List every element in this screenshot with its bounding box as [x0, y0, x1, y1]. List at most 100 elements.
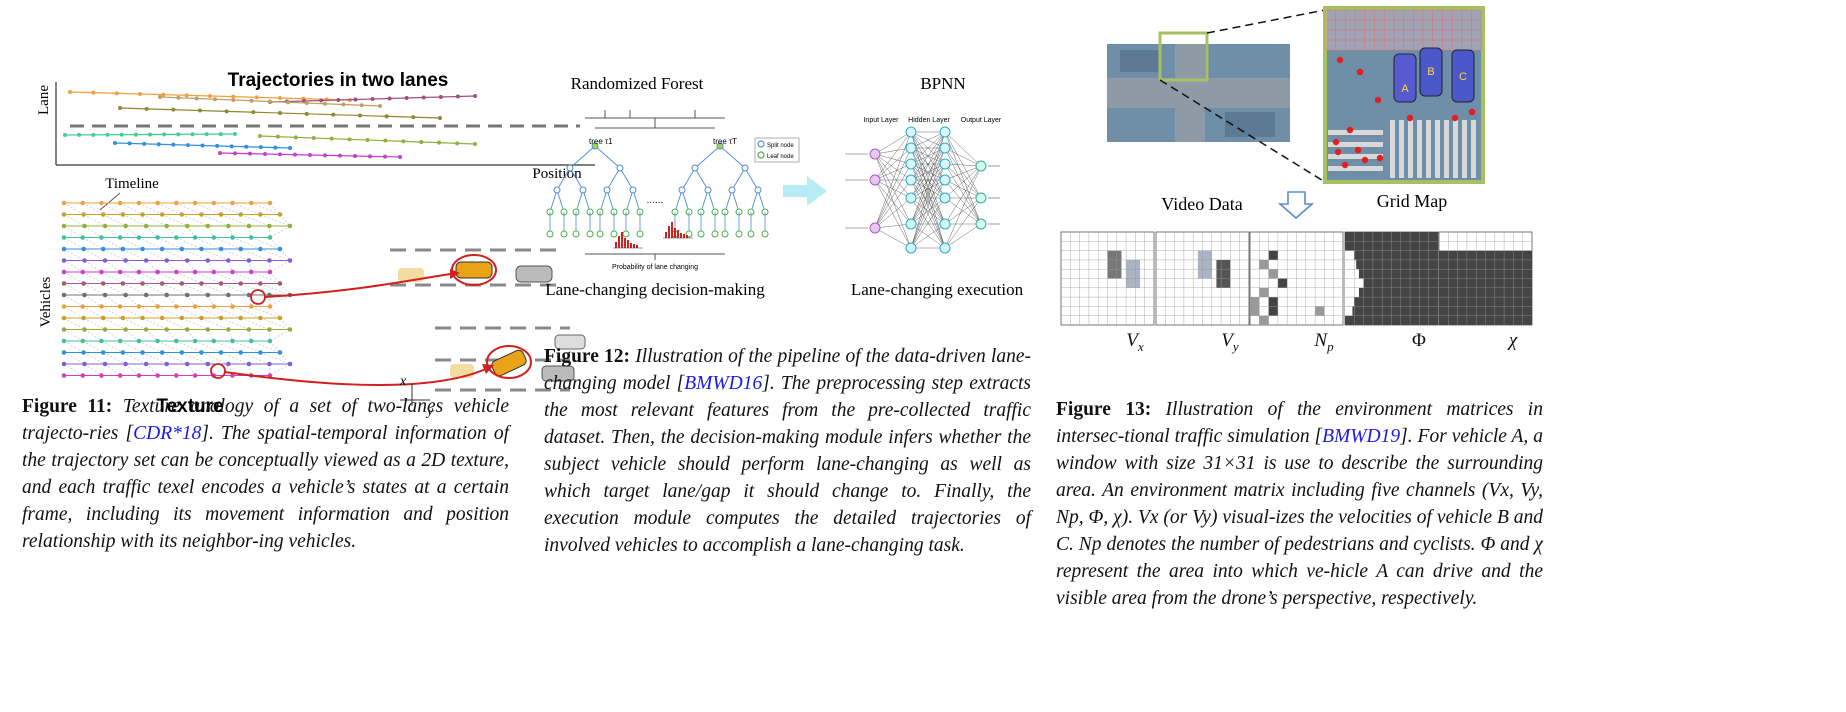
channel-label-np: Np	[1314, 330, 1334, 354]
texel-link	[84, 260, 102, 273]
nn-edge	[944, 163, 982, 167]
legend-leaf-label: Leaf node	[767, 154, 794, 160]
figure-11-caption: Figure 11: Texture analogy of a set of t…	[22, 393, 509, 555]
texel-link	[251, 306, 281, 319]
pedestrians	[1332, 56, 1476, 169]
trajectory-point	[200, 143, 205, 148]
texel-link	[220, 248, 250, 261]
texel-link	[120, 340, 143, 353]
trajectory-point	[249, 98, 254, 103]
nn-edge	[874, 179, 912, 225]
figure-13-citation-link[interactable]: BMWD19	[1322, 426, 1401, 447]
texel-link	[269, 340, 281, 353]
texel-link	[63, 237, 84, 250]
texel-link	[63, 294, 83, 307]
texel-link	[220, 317, 250, 330]
pedestrian-dot	[1356, 68, 1364, 76]
velocity-cell	[1216, 259, 1231, 288]
crosswalk-stripe	[1417, 120, 1422, 178]
link-arrow	[224, 367, 489, 387]
trajectory-point	[244, 144, 249, 149]
figure-11-caption-text-2: ]. The spatial-temporal information of t…	[22, 423, 509, 552]
texel-link	[83, 214, 106, 227]
tree-label-1: tree τ1	[589, 137, 613, 146]
output-layer-label: Output Layer	[961, 117, 1002, 124]
texel-link	[122, 248, 147, 261]
figure-12-citation-link[interactable]: BMWD16	[684, 373, 763, 394]
non-drivable-cell	[1345, 250, 1355, 260]
trajectory-point	[142, 141, 147, 146]
histogram-bar	[683, 234, 685, 238]
hidden-neuron	[939, 158, 951, 170]
trajectory-point	[133, 132, 138, 137]
nn-edge	[944, 163, 982, 225]
texel-link	[157, 271, 182, 284]
texel-link	[103, 214, 126, 227]
nn-edge	[874, 131, 912, 181]
tree-node	[629, 186, 637, 194]
figure-13-graphic: A B C Video Data Grid Map	[1060, 6, 1533, 326]
figure-11-citation-link[interactable]: CDR*18	[133, 423, 202, 444]
crosswalk-stripe	[1390, 120, 1395, 178]
nn-edge	[910, 163, 946, 225]
trajectory-point	[286, 100, 291, 105]
texel-link	[181, 283, 208, 296]
pedestrian-count-cell	[1268, 306, 1278, 316]
texel-link	[83, 283, 106, 296]
trajectory-point	[251, 110, 256, 115]
nn-edge	[944, 197, 982, 249]
non-drivable-cell	[1345, 297, 1355, 307]
vehicles-axis-label: Vehicles	[38, 276, 54, 327]
vehicle-a-label: A	[1401, 83, 1409, 95]
hidden-neuron	[939, 142, 951, 154]
texel-link	[269, 237, 281, 250]
trajectory-point	[455, 94, 460, 99]
pedestrian-count-cell	[1268, 250, 1278, 260]
figure-12-caption-text-2: ]. The preprocessing step extracts the m…	[544, 373, 1031, 556]
highlight-texel	[210, 363, 226, 379]
texel-link	[145, 363, 158, 376]
texel-link	[120, 271, 143, 284]
tree-label-2: tree τT	[713, 137, 737, 146]
trajectory-point	[77, 132, 82, 137]
texel-link	[103, 283, 126, 296]
texel-link	[194, 271, 222, 284]
texel-link	[63, 248, 85, 261]
nn-edge	[874, 153, 912, 199]
texel-link	[232, 202, 261, 215]
trajectory-point	[127, 141, 132, 146]
texel-link	[122, 317, 147, 330]
trajectory-point	[194, 96, 199, 101]
texel-link	[120, 202, 143, 215]
leaf-node	[721, 230, 729, 238]
ellipsis: ......	[647, 195, 664, 206]
tree-edge	[556, 189, 565, 213]
nn-edge	[944, 197, 982, 225]
hidden-neuron	[939, 242, 951, 254]
trajectory-point	[156, 142, 161, 147]
crosswalk-stripe	[1462, 120, 1467, 178]
texel-link	[213, 202, 241, 215]
trajectory-point	[63, 133, 67, 137]
output-neuron	[975, 192, 987, 204]
crosswalk-stripe	[1444, 120, 1449, 178]
pedestrian-dot	[1332, 138, 1340, 146]
trajectory-point	[304, 111, 309, 116]
texel-link	[232, 237, 261, 250]
texel-link	[84, 329, 102, 342]
trajectory-point	[359, 103, 364, 108]
trajectory-point	[278, 152, 282, 157]
highlight-texel	[250, 289, 266, 305]
trajectory-point	[311, 136, 316, 140]
texel-link	[213, 340, 241, 353]
tree-edge	[750, 189, 759, 213]
nn-edge	[944, 223, 982, 249]
texel-link	[240, 352, 270, 365]
texel-link	[63, 202, 84, 215]
crosswalk-stripe	[1328, 154, 1383, 159]
trajectory-point	[171, 142, 176, 147]
channel-label-vx: Vx	[1126, 330, 1144, 354]
texel-link	[104, 260, 121, 273]
texel-link	[260, 248, 291, 261]
pedestrian-count-cell	[1268, 269, 1278, 279]
